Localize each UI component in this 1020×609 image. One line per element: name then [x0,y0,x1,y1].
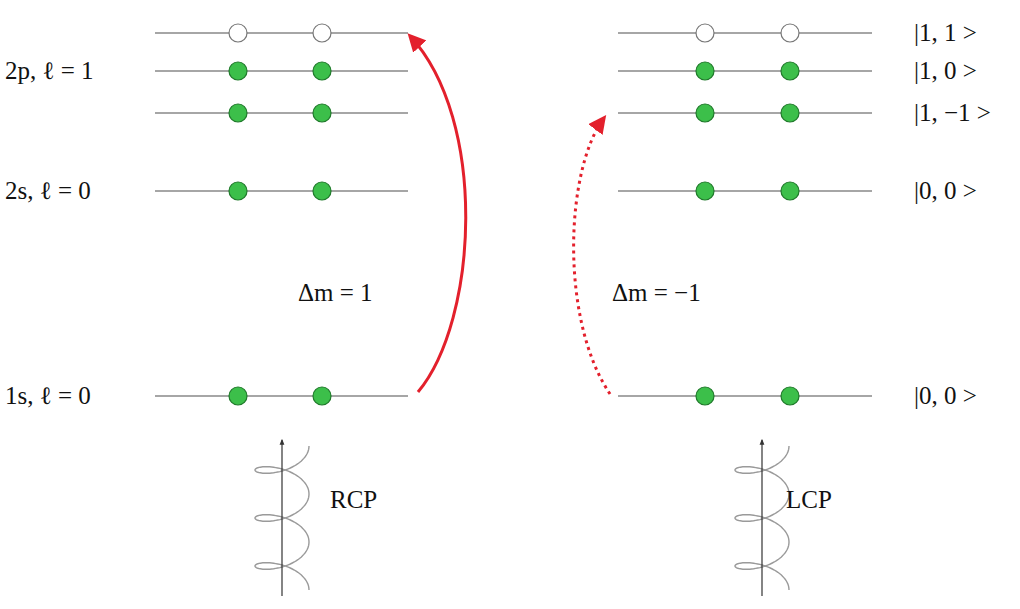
electron-dot [229,62,247,80]
energy-level [155,112,408,113]
energy-level [155,190,408,191]
empty-state [781,24,799,42]
energy-level [618,70,872,71]
polarization-label: RCP [330,486,377,514]
transition-arrow [410,36,466,392]
state-ket: |1, −1 > [914,99,991,127]
transition-label: Δm = 1 [298,279,373,307]
level-label: 1s, ℓ = 0 [5,382,91,410]
electron-dot [313,104,331,122]
electron-dot [229,387,247,405]
propagation-arrow [761,440,762,596]
electron-dot [229,104,247,122]
electron-dot [313,182,331,200]
electron-dot [781,387,799,405]
state-ket: |1, 1 > [914,19,977,47]
empty-state [229,24,247,42]
electron-dot [696,182,714,200]
level-label: 2p, ℓ = 1 [5,57,94,85]
electron-dot [313,62,331,80]
energy-level [155,395,408,396]
energy-level [618,190,872,191]
level-label: 2s, ℓ = 0 [5,177,91,205]
transition-label: Δm = −1 [612,279,701,307]
energy-level [155,32,408,33]
electron-dot [781,104,799,122]
electron-dot [696,387,714,405]
transition-arrow-dotted [574,118,610,394]
state-ket: |0, 0 > [914,177,977,205]
state-ket: |1, 0 > [914,57,977,85]
state-ket: |0, 0 > [914,382,977,410]
polarization-label: LCP [786,486,832,514]
empty-state [696,24,714,42]
energy-level [618,112,872,113]
electron-dot [696,62,714,80]
electron-dot [781,182,799,200]
electron-dot [313,387,331,405]
electron-dot [229,182,247,200]
propagation-arrow [281,440,282,596]
energy-level [155,70,408,71]
energy-level [618,32,872,33]
empty-state [313,24,331,42]
electron-dot [781,62,799,80]
energy-level [618,395,872,396]
electron-dot [696,104,714,122]
